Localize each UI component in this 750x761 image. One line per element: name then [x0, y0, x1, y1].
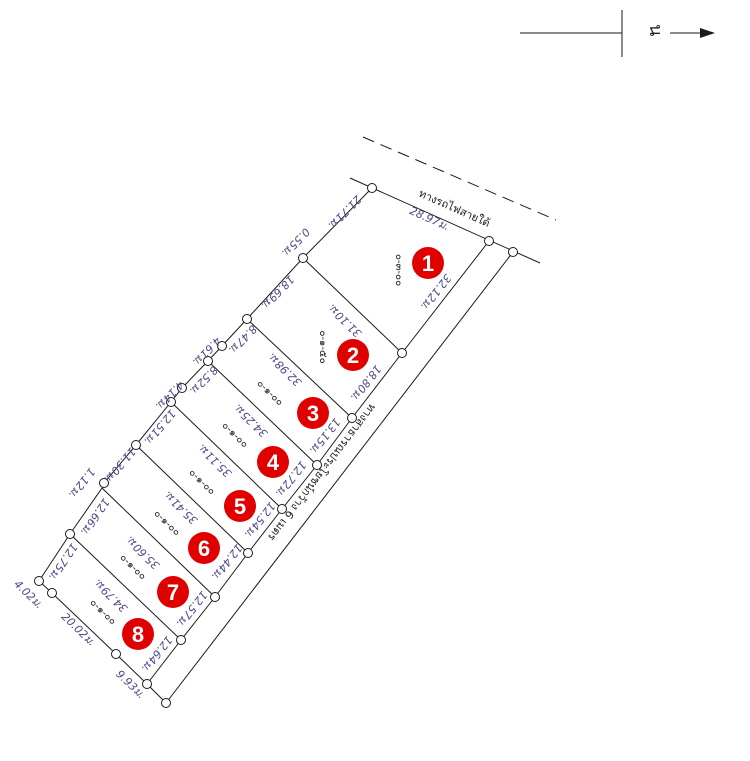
dim-west: 18.69ม.: [258, 273, 297, 312]
dim-west: 8.47ม.: [226, 322, 260, 356]
north-label: น: [645, 24, 666, 36]
dim-west: 20.02ม.: [59, 610, 98, 649]
svg-text:5: 5: [234, 494, 246, 519]
svg-text:6: 6: [198, 536, 210, 561]
plot-badge-5[interactable]: 5: [224, 490, 256, 522]
plot-badge-7[interactable]: 7: [157, 576, 189, 608]
plot-badge-6[interactable]: 6: [188, 532, 220, 564]
dim-west: 12.75ม.: [46, 541, 80, 583]
railway-line: [362, 136, 557, 221]
plot-badge-8[interactable]: 8: [122, 618, 154, 650]
dimension-labels: 28.97ม. 31.10ม. 32.98ม. 34.25ม. 35.11ม. …: [11, 193, 454, 702]
plot-badge-4[interactable]: 4: [257, 446, 289, 478]
plot-badge-3[interactable]: 3: [297, 397, 329, 429]
dim-divider: 31.10ม.: [325, 301, 364, 340]
plot-badge-2[interactable]: 2: [337, 339, 369, 371]
plot-area: ๐-๓-๐๐: [393, 254, 404, 286]
plot-badge-1[interactable]: 1: [412, 247, 444, 279]
dim-west: 8.52ม.: [187, 363, 221, 397]
dim-west: 11.30ม.: [101, 445, 138, 486]
parcel-boundaries: [38, 177, 541, 704]
svg-text:1: 1: [422, 251, 434, 276]
plot-badges: 1 2 3 4 5 6 7 8: [122, 247, 444, 650]
plot-area: ๐-๑-๐๐: [254, 378, 285, 408]
svg-text:4: 4: [267, 450, 280, 475]
dim-west: 1.12ม.: [66, 465, 98, 501]
svg-text:3: 3: [307, 401, 319, 426]
dim-west: 12.51ม.: [141, 407, 178, 448]
dim-west: 0.55ม.: [279, 225, 313, 259]
north-arrow: น: [520, 10, 715, 57]
svg-text:7: 7: [167, 580, 179, 605]
svg-text:2: 2: [347, 343, 359, 368]
dim-west: 12.66ม.: [78, 496, 112, 538]
dim-divider: 32.98ม.: [265, 350, 304, 389]
dim-west: 21.71ม.: [325, 193, 364, 232]
survey-markers: [34, 183, 518, 708]
plot-area: ๐-๑-๕๐: [317, 330, 328, 363]
plot-area: ๐-๑-๐๐: [186, 467, 217, 497]
svg-text:8: 8: [132, 622, 144, 647]
arrow-icon: [700, 28, 715, 38]
